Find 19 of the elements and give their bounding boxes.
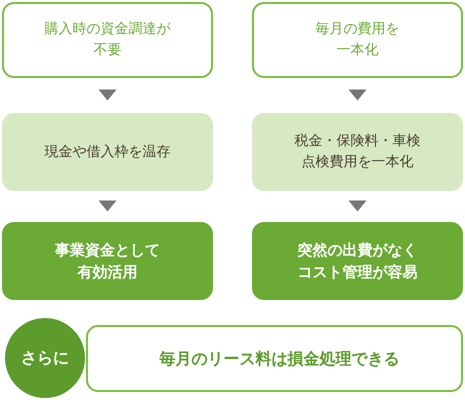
box-label: 購入時の資金調達が不要 xyxy=(43,20,172,60)
detail-box xyxy=(252,113,463,191)
benefit-box xyxy=(252,2,463,78)
box-label: 突然の出費がなくコスト管理が容易 xyxy=(296,240,418,283)
box-label: 現金や借入枠を温存 xyxy=(44,142,170,162)
box-label: 毎月の費用を一本化 xyxy=(314,20,400,60)
arrow xyxy=(98,200,116,212)
result-box xyxy=(2,222,213,300)
arrow xyxy=(98,90,116,100)
arrow xyxy=(348,200,366,212)
arrow xyxy=(348,90,366,100)
box-label: 事業資金として有効活用 xyxy=(54,240,161,283)
box-label: さらに xyxy=(21,347,69,369)
detail-box xyxy=(2,113,213,191)
benefit-box xyxy=(2,2,213,78)
result-box xyxy=(252,222,463,300)
box-label: 毎月のリース料は損金処理できる xyxy=(160,348,400,370)
box-label: 税金・保険料・車検点検費用を一本化 xyxy=(293,132,422,172)
summary-box xyxy=(86,325,463,392)
